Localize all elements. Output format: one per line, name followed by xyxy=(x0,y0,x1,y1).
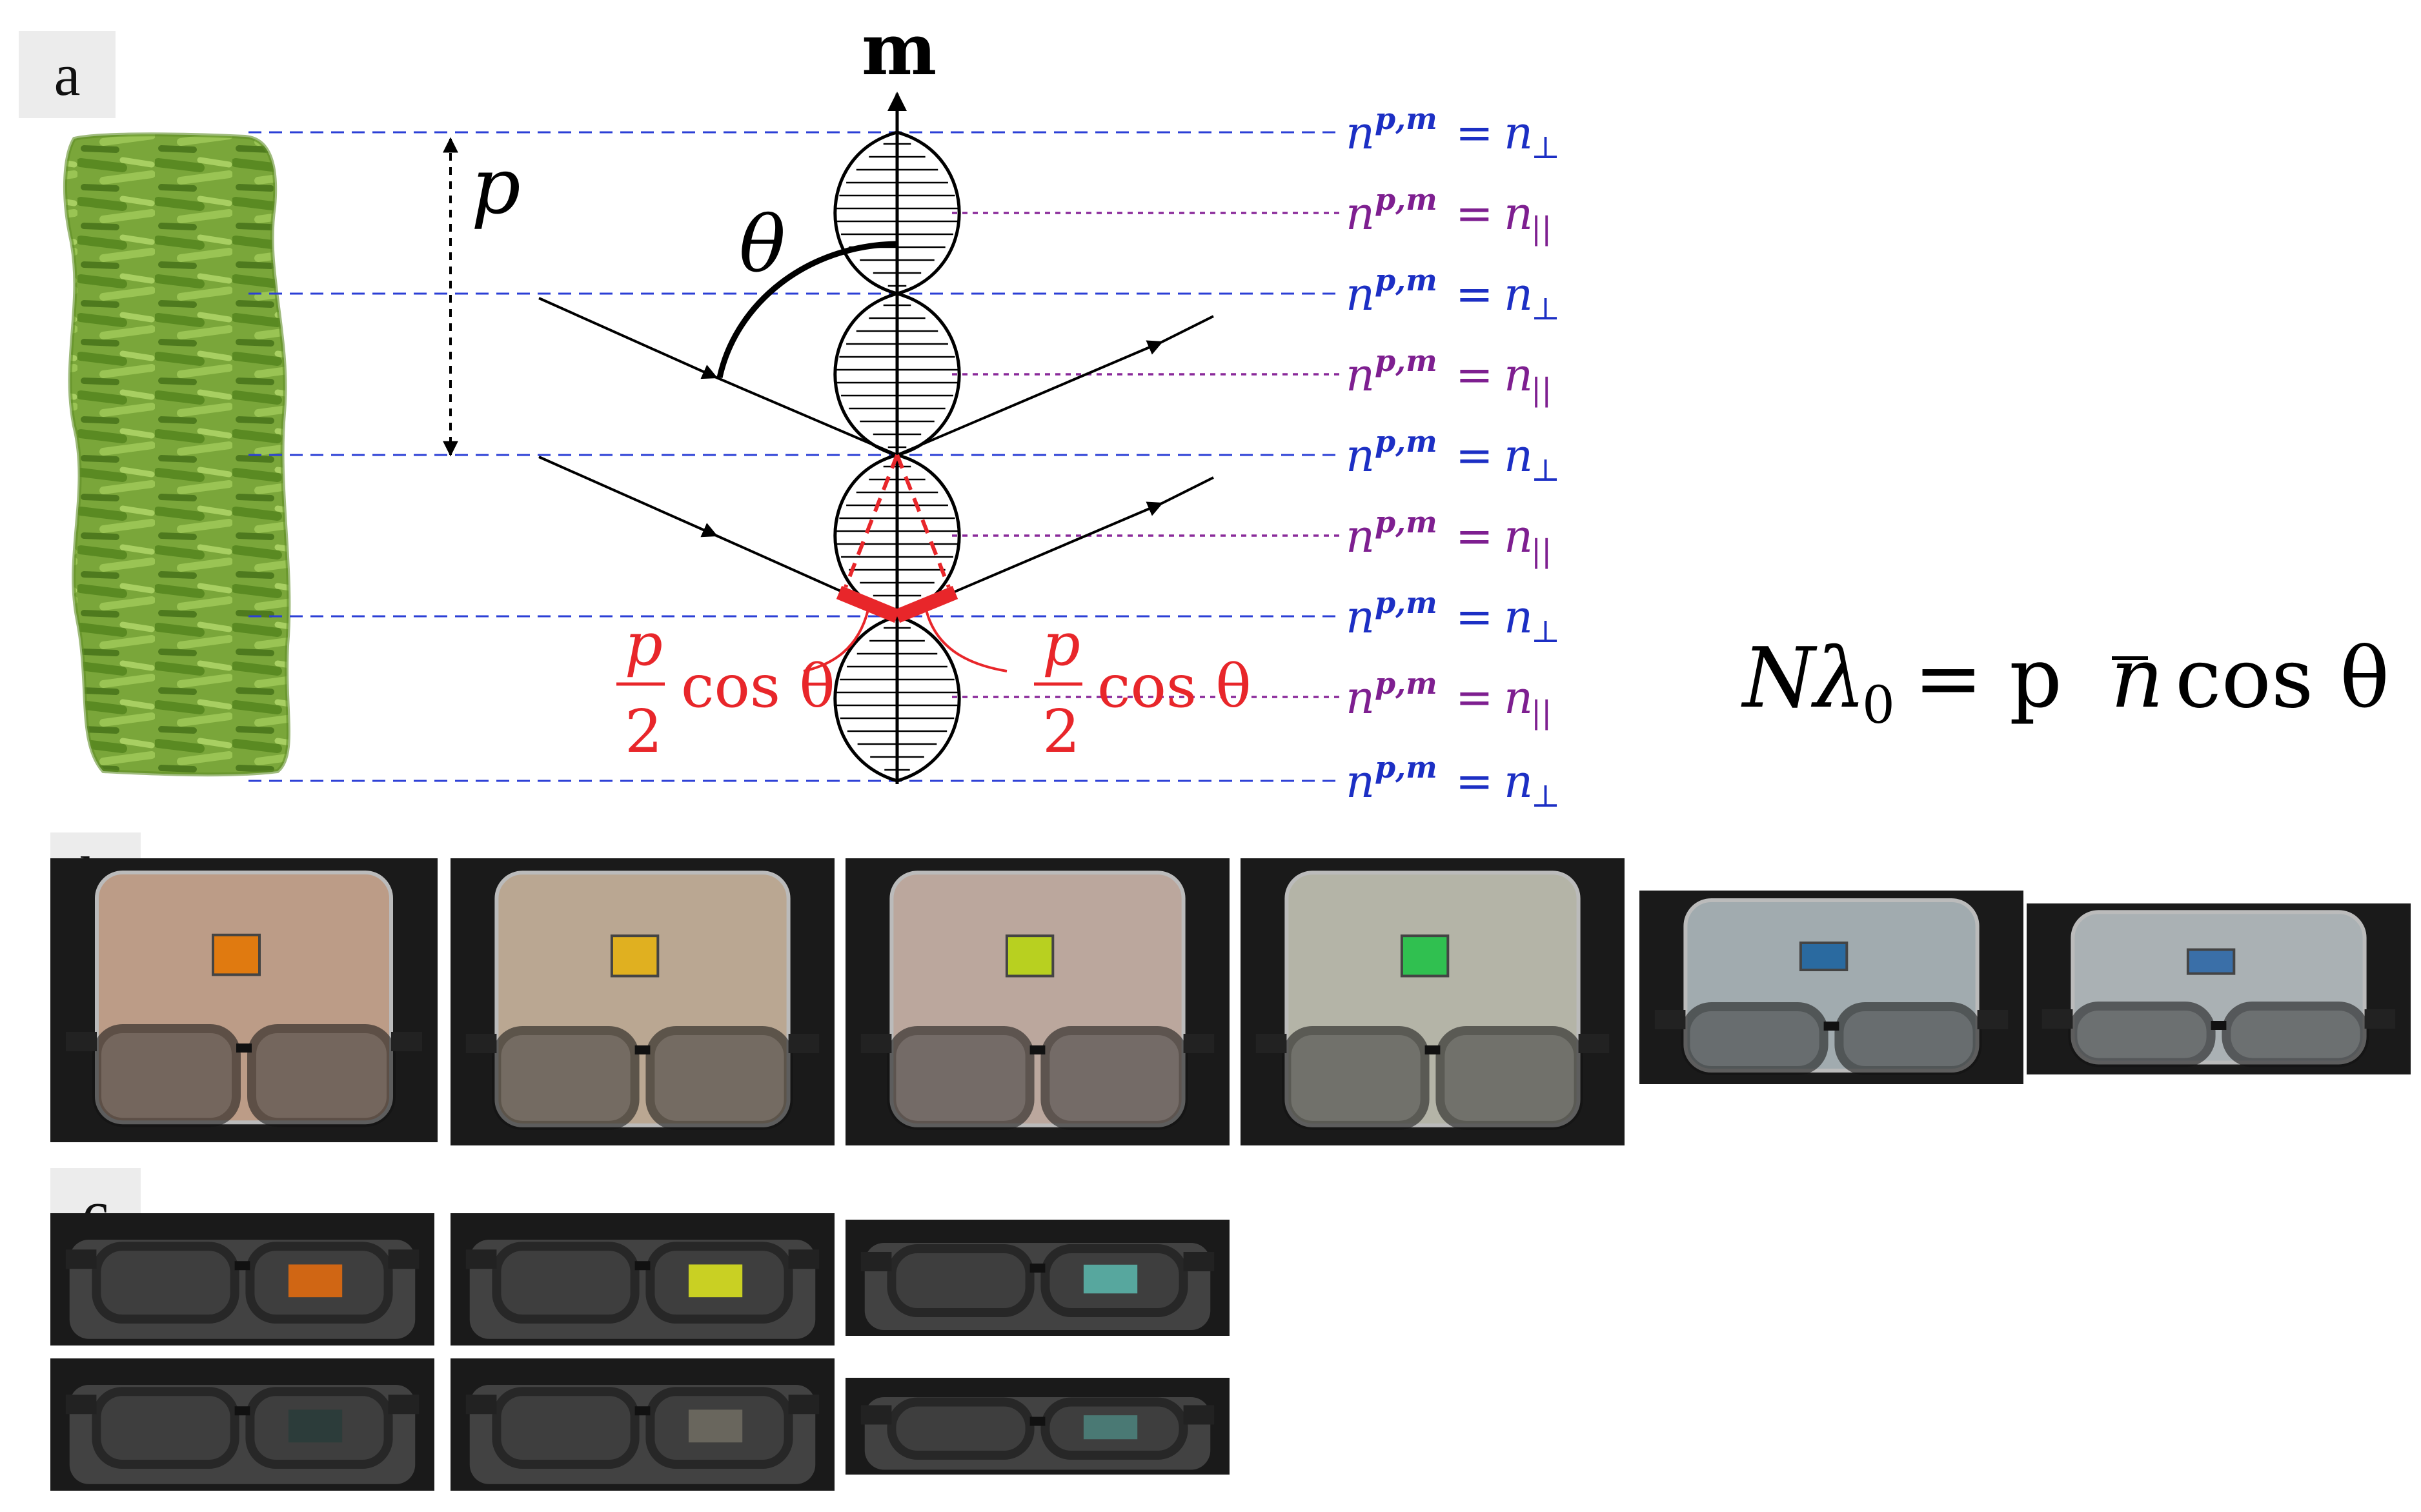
half-pitch-right-label: p 2 cos θ xyxy=(1034,610,1251,766)
svg-text:||: || xyxy=(1531,533,1552,569)
svg-text:p,m: p,m xyxy=(1375,101,1437,136)
svg-text:0: 0 xyxy=(1862,675,1895,735)
svg-text:=: = xyxy=(1455,755,1494,808)
svg-text:=: = xyxy=(1455,671,1494,724)
photo-b-3 xyxy=(846,858,1230,1148)
svg-text:=: = xyxy=(1455,268,1494,321)
svg-text:n: n xyxy=(1346,755,1375,808)
svg-text:n: n xyxy=(1346,106,1375,159)
photo-b-2 xyxy=(451,858,835,1148)
m-axis-label: m xyxy=(862,8,937,91)
svg-text:n: n xyxy=(1346,510,1375,563)
svg-text:p,m: p,m xyxy=(1375,263,1437,297)
svg-text:=: = xyxy=(1455,187,1494,240)
half-pitch-highlight xyxy=(803,454,1008,672)
svg-text:⊥: ⊥ xyxy=(1531,291,1560,327)
photo-c-bottom-3 xyxy=(846,1378,1230,1477)
svg-text:p,m: p,m xyxy=(1375,424,1437,459)
svg-text:n: n xyxy=(1504,348,1533,401)
photo-c-bottom-2 xyxy=(451,1358,835,1493)
theta-label: θ xyxy=(739,200,785,290)
svg-text:n: n xyxy=(1346,187,1375,240)
fiber-column-image xyxy=(63,132,291,777)
svg-text:2: 2 xyxy=(625,697,663,766)
svg-text:n: n xyxy=(1504,510,1533,563)
svg-text:n: n xyxy=(1346,429,1375,482)
svg-text:n: n xyxy=(1346,671,1375,724)
photo-c-top-2 xyxy=(451,1213,835,1348)
svg-text:n: n xyxy=(1346,348,1375,401)
svg-text:n: n xyxy=(1504,590,1533,643)
svg-text:p: p xyxy=(625,610,663,679)
svg-text:n: n xyxy=(1504,187,1533,240)
photo-b-4 xyxy=(1241,858,1625,1148)
svg-text:n: n xyxy=(1346,268,1375,321)
theta-arc xyxy=(716,241,898,378)
svg-text:n: n xyxy=(1504,671,1533,724)
svg-text:⊥: ⊥ xyxy=(1531,452,1560,489)
svg-text:λ: λ xyxy=(1810,630,1866,727)
svg-text:n: n xyxy=(1504,429,1533,482)
svg-text:=: = xyxy=(1455,510,1494,563)
photo-b-1 xyxy=(50,858,438,1145)
svg-text:= p: = p xyxy=(1914,630,2062,727)
photo-b-6 xyxy=(2027,903,2411,1077)
svg-text:n: n xyxy=(1504,755,1533,808)
svg-text:||: || xyxy=(1531,210,1552,247)
panel-label-a: a xyxy=(19,31,116,118)
photo-c-bottom-1 xyxy=(50,1358,434,1493)
bragg-equation: N λ 0 = p n cos θ xyxy=(1741,630,2389,735)
svg-text:=: = xyxy=(1455,348,1494,401)
svg-text:N: N xyxy=(1741,630,1818,727)
photo-b-5 xyxy=(1639,891,2023,1087)
svg-text:=: = xyxy=(1455,429,1494,482)
svg-text:||: || xyxy=(1531,372,1552,408)
svg-text:cos θ: cos θ xyxy=(1097,652,1251,721)
svg-text:p,m: p,m xyxy=(1375,750,1437,785)
svg-text:⊥: ⊥ xyxy=(1531,614,1560,650)
svg-text:2: 2 xyxy=(1042,697,1080,766)
svg-text:n: n xyxy=(1504,268,1533,321)
photo-c-top-3 xyxy=(846,1220,1230,1338)
svg-text:p,m: p,m xyxy=(1375,585,1437,620)
svg-text:=: = xyxy=(1455,106,1494,159)
svg-text:n: n xyxy=(1346,590,1375,643)
photo-c-top-1 xyxy=(50,1213,434,1348)
svg-text:n: n xyxy=(2111,630,2163,727)
svg-text:⊥: ⊥ xyxy=(1531,130,1560,166)
svg-text:⊥: ⊥ xyxy=(1531,778,1560,814)
svg-text:p: p xyxy=(1042,610,1080,679)
svg-text:p,m: p,m xyxy=(1375,182,1437,217)
svg-text:=: = xyxy=(1455,590,1494,643)
svg-text:||: || xyxy=(1531,694,1552,731)
svg-text:p,m: p,m xyxy=(1375,666,1437,701)
svg-text:p,m: p,m xyxy=(1375,505,1437,539)
pitch-label: p xyxy=(471,142,521,232)
svg-text:p,m: p,m xyxy=(1375,343,1437,378)
svg-text:cos θ: cos θ xyxy=(681,652,835,721)
half-pitch-left-label: p 2 cos θ xyxy=(616,610,835,766)
light-rays xyxy=(538,297,1214,618)
svg-text:cos θ: cos θ xyxy=(2175,630,2389,727)
svg-text:n: n xyxy=(1504,106,1533,159)
